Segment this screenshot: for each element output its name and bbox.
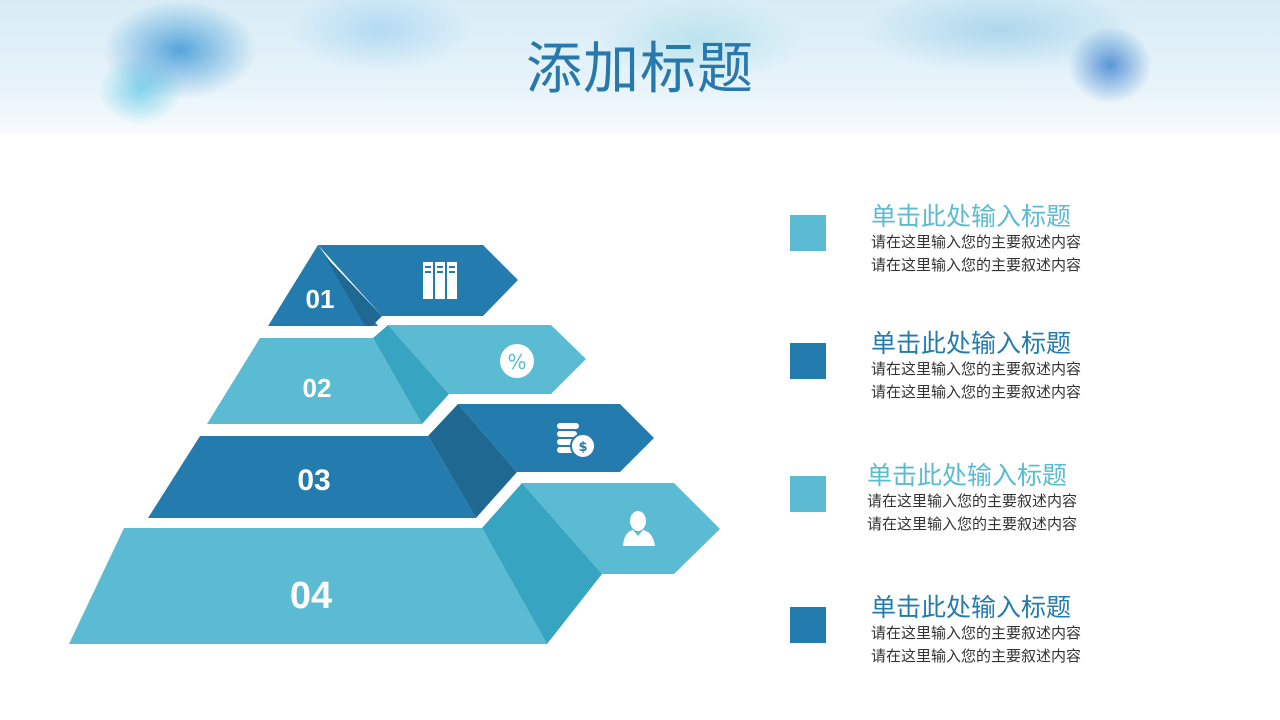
tier-1-shade	[325, 256, 382, 326]
svg-text:%: %	[507, 350, 526, 374]
tier-4-arrow	[522, 483, 720, 574]
coins-dollar-icon: $	[557, 423, 596, 459]
books-icon	[423, 262, 457, 299]
item-desc-1: 请在这里输入您的主要叙述内容	[871, 233, 1082, 251]
item-title: 单击此处输入标题	[871, 329, 1072, 358]
tier-1-front	[268, 245, 378, 326]
svg-text:$: $	[578, 440, 587, 455]
tier-2-arrow	[388, 325, 586, 394]
tier-1-arrow	[318, 245, 518, 316]
legend-square	[790, 476, 826, 512]
pyramid-tier-1: 01	[268, 245, 518, 326]
tier-4-number: 04	[290, 575, 332, 617]
legend-square	[790, 607, 826, 643]
pyramid-tier-4: 04	[69, 483, 720, 644]
item-desc-2: 请在这里输入您的主要叙述内容	[867, 515, 1078, 533]
item-title: 单击此处输入标题	[867, 461, 1068, 490]
legend-square	[790, 215, 826, 251]
tier-2-number: 02	[303, 373, 332, 403]
item-title: 单击此处输入标题	[871, 593, 1072, 622]
tier-3-number: 03	[297, 464, 330, 497]
legend-square	[790, 343, 826, 379]
item-desc-1: 请在这里输入您的主要叙述内容	[867, 492, 1078, 510]
tier-2-side	[373, 325, 449, 424]
item-desc-1: 请在这里输入您的主要叙述内容	[871, 624, 1082, 642]
tier-3-side	[428, 404, 517, 518]
tier-4-front	[69, 528, 547, 644]
item-desc-2: 请在这里输入您的主要叙述内容	[871, 256, 1082, 274]
watercolor-header	[0, 0, 1280, 133]
user-icon	[623, 511, 655, 546]
tier-3-front	[148, 436, 476, 518]
tier-3-arrow	[458, 404, 654, 472]
item-desc-1: 请在这里输入您的主要叙述内容	[871, 360, 1082, 378]
percent-badge-icon: %	[500, 344, 534, 378]
item-desc-2: 请在这里输入您的主要叙述内容	[871, 647, 1082, 665]
pyramid-tier-2: 02 %	[207, 325, 586, 424]
pyramid-tier-3: 03 $	[148, 404, 654, 518]
tier-4-side	[482, 483, 602, 644]
item-title: 单击此处输入标题	[871, 202, 1072, 231]
tier-1-number: 01	[306, 284, 335, 314]
item-desc-2: 请在这里输入您的主要叙述内容	[871, 383, 1082, 401]
tier-2-front	[207, 338, 422, 424]
page-title: 添加标题	[526, 37, 754, 102]
